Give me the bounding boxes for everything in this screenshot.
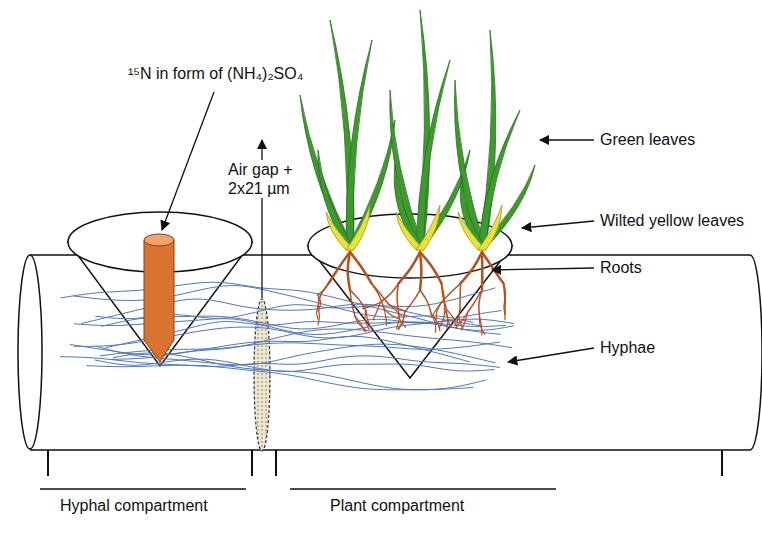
root: [397, 283, 399, 310]
root: [405, 290, 420, 312]
root: [441, 283, 446, 309]
green-leaf: [347, 120, 396, 248]
root: [420, 252, 441, 283]
root: [350, 252, 371, 283]
label-tube: [144, 234, 174, 362]
root: [317, 307, 318, 319]
root: [380, 283, 398, 302]
root: [318, 283, 329, 306]
yellow-leaf: [346, 205, 370, 250]
root: [420, 290, 431, 314]
root: [439, 310, 444, 328]
root: [366, 311, 371, 329]
hyphae-drawing: [60, 282, 514, 390]
green-leaf: [479, 165, 536, 248]
hypha: [61, 282, 501, 334]
leader-arrows: [162, 92, 594, 362]
root: [371, 283, 388, 304]
root: [441, 283, 444, 309]
root: [436, 302, 442, 320]
root: [504, 299, 505, 315]
legs: [48, 450, 722, 476]
root: [383, 307, 386, 325]
root: [420, 252, 421, 290]
root: [479, 316, 484, 334]
root: [348, 252, 350, 290]
plants-drawing: [300, 10, 535, 250]
root: [459, 283, 461, 310]
label: Roots: [600, 258, 642, 277]
root: [461, 252, 482, 283]
label: Plant compartment: [330, 496, 464, 515]
cones: [68, 212, 512, 378]
root: [442, 283, 461, 302]
root: [482, 252, 503, 283]
label: Hyphal compartment: [60, 496, 208, 515]
hypha: [60, 356, 500, 368]
root: [503, 283, 505, 299]
root: [504, 299, 506, 305]
root: [318, 307, 319, 326]
label: Green leaves: [600, 130, 695, 149]
root: [329, 252, 350, 283]
label: Air gap + 2x21 µm: [226, 160, 310, 198]
label: Hyphae: [600, 338, 655, 357]
root: [456, 310, 460, 328]
label: ¹⁵N in form of (NH₄)₂SO₄: [128, 64, 303, 83]
yellow-leaf: [478, 205, 502, 250]
root: [363, 303, 381, 309]
root: [399, 252, 420, 283]
hypha: [95, 359, 495, 371]
root: [373, 303, 380, 320]
hypha: [70, 336, 470, 362]
green-leaf: [454, 80, 485, 248]
root: [480, 316, 482, 334]
hypha: [73, 286, 473, 323]
compartment-underlines: [40, 488, 556, 489]
green-leaf: [417, 60, 451, 248]
yellow-leaf: [416, 205, 440, 250]
label: Wilted yellow leaves: [600, 211, 744, 230]
root: [396, 310, 399, 329]
root: [479, 290, 482, 316]
roots-drawing: [317, 252, 506, 335]
hypha: [86, 365, 486, 390]
root: [355, 316, 365, 332]
root: [481, 252, 484, 290]
